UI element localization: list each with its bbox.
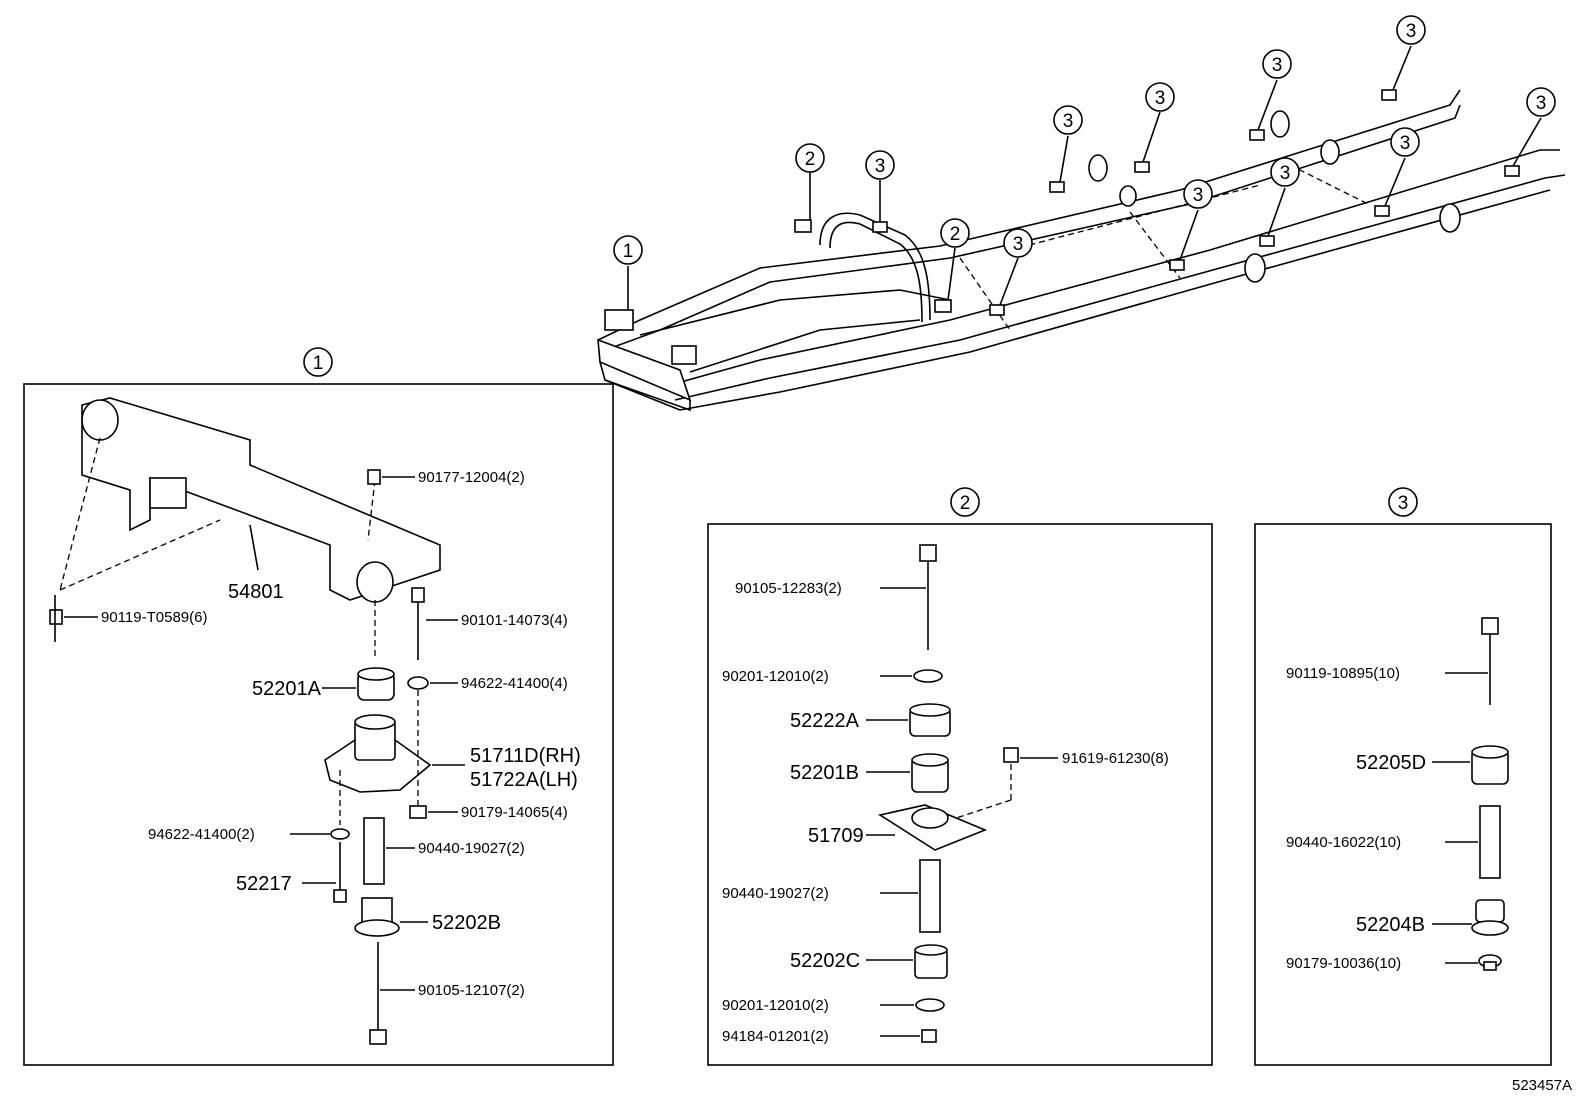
svg-text:1: 1 [313, 353, 324, 374]
group-3-panel: 3 90119-10895(10) 52205D 90440-16022(10)… [1254, 487, 1552, 1066]
g1-label-52202B: 52202B [432, 912, 501, 934]
g2-label-90201-a: 90201-12010(2) [722, 668, 829, 685]
g2-label-91619: 91619-61230(8) [1062, 750, 1169, 767]
group-1-panel: 1 54801 90177-12004(2) 90119-T0589(6) 90… [23, 347, 614, 1066]
g1-label-51722A: 51722A(LH) [470, 769, 578, 791]
group-2-panel: 2 90105-12283(2) 90201-12010(2) 52222A 9… [707, 487, 1213, 1066]
svg-text:3: 3 [1406, 21, 1417, 42]
overview-callout-3c: 3 [1053, 105, 1083, 135]
overview-callout-3f: 3 [1262, 49, 1292, 79]
overview-callout-3i: 3 [1390, 127, 1420, 157]
svg-text:3: 3 [1063, 111, 1074, 132]
g1-label-52201A: 52201A [252, 678, 322, 700]
svg-text:3: 3 [1155, 88, 1166, 109]
overview-leaders [627, 45, 1542, 310]
overview-callout-2a: 2 [795, 143, 825, 173]
g2-label-90440: 90440-19027(2) [722, 885, 829, 902]
g1-label-90179: 90179-14065(4) [461, 804, 568, 821]
svg-text:2: 2 [960, 493, 971, 514]
g2-label-52222A: 52222A [790, 710, 860, 732]
g1-label-90105: 90105-12107(2) [418, 982, 525, 999]
overview-callout-3j: 3 [1526, 87, 1556, 117]
g2-label-52202C: 52202C [790, 950, 860, 972]
svg-text:2: 2 [950, 224, 961, 245]
svg-text:3: 3 [1398, 493, 1409, 514]
g3-label-52204B: 52204B [1356, 914, 1425, 936]
overview-callout-1: 1 [613, 235, 643, 265]
overview-callout-3a: 3 [865, 150, 895, 180]
overview-callout-3e: 3 [1183, 179, 1213, 209]
svg-text:3: 3 [1280, 163, 1291, 184]
g1-label-90119: 90119-T0589(6) [101, 609, 207, 626]
svg-text:3: 3 [1193, 185, 1204, 206]
g1-label-94622-a: 94622-41400(4) [461, 675, 568, 692]
g1-label-90101: 90101-14073(4) [461, 612, 568, 629]
chassis-frame-overview [597, 89, 1566, 412]
overview-callout-2b: 2 [940, 218, 970, 248]
g1-label-90440: 90440-19027(2) [418, 840, 525, 857]
overview-callout-3h: 3 [1396, 15, 1426, 45]
diagram-id: 523457A [1512, 1077, 1572, 1094]
g2-label-51709: 51709 [808, 825, 864, 847]
g1-label-90177: 90177-12004(2) [418, 469, 525, 486]
g3-label-52205D: 52205D [1356, 752, 1426, 774]
g2-label-94184: 94184-01201(2) [722, 1028, 829, 1045]
svg-text:3: 3 [1536, 93, 1547, 114]
g2-label-90201-b: 90201-12010(2) [722, 997, 829, 1014]
svg-text:3: 3 [875, 156, 886, 177]
g2-label-52201B: 52201B [790, 762, 859, 784]
g1-label-51711D: 51711D(RH) [470, 745, 581, 767]
overview-callout-3b: 3 [1003, 228, 1033, 258]
g1-label-52217: 52217 [236, 873, 292, 895]
g3-label-90179: 90179-10036(10) [1286, 955, 1401, 972]
g3-label-90440: 90440-16022(10) [1286, 834, 1401, 851]
g1-label-54801: 54801 [228, 581, 284, 603]
overview-callout-3g: 3 [1270, 157, 1300, 187]
svg-text:1: 1 [623, 241, 634, 262]
svg-text:3: 3 [1272, 55, 1283, 76]
g1-label-94622-b: 94622-41400(2) [148, 826, 255, 843]
overview-callout-3d: 3 [1145, 82, 1175, 112]
g3-label-90119: 90119-10895(10) [1286, 665, 1400, 682]
svg-text:3: 3 [1400, 133, 1411, 154]
g2-label-90105: 90105-12283(2) [735, 580, 842, 597]
svg-text:2: 2 [805, 149, 816, 170]
svg-text:3: 3 [1013, 234, 1024, 255]
